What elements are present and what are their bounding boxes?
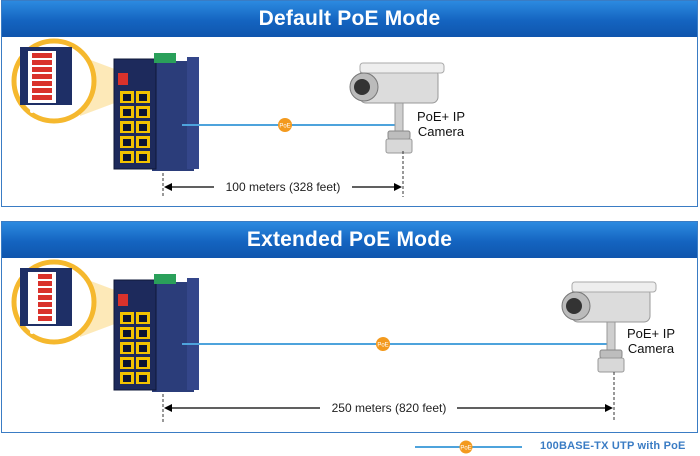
ip-camera bbox=[349, 62, 445, 154]
ip-camera bbox=[561, 281, 657, 373]
camera-label: PoE+ IP Camera bbox=[620, 326, 682, 356]
poe-badge-text: PoE bbox=[279, 124, 290, 130]
dip-switch-zoom bbox=[11, 259, 120, 345]
camera-label-line2: Camera bbox=[627, 341, 675, 356]
extended-poe-scene: PoE 250 meters (820 feet) bbox=[11, 259, 657, 422]
industrial-poe-switch bbox=[113, 53, 199, 171]
default-poe-scene: PoE 100 meters (328 feet) bbox=[11, 38, 445, 197]
distance-dimension: 100 meters (328 feet) bbox=[162, 151, 404, 197]
camera-label-line2: Camera bbox=[417, 124, 465, 139]
dip-switch-zoom bbox=[11, 38, 120, 124]
extended-poe-panel: Extended PoE Mode bbox=[1, 221, 698, 433]
distance-label: 250 meters (820 feet) bbox=[332, 401, 447, 415]
distance-label: 100 meters (328 feet) bbox=[226, 180, 341, 194]
legend-label: 100BASE-TX UTP with PoE bbox=[540, 440, 686, 452]
poe-badge-text: PoE bbox=[377, 343, 388, 349]
poe-badge: PoE bbox=[376, 337, 390, 351]
legend: PoE 100BASE-TX UTP with PoE bbox=[410, 436, 700, 456]
camera-label: PoE+ IP Camera bbox=[410, 109, 472, 139]
panel-title: Default PoE Mode bbox=[2, 1, 697, 37]
camera-label-line1: PoE+ IP bbox=[416, 109, 466, 124]
default-poe-panel: Default PoE Mode bbox=[1, 0, 698, 207]
legend-cable-sample: PoE bbox=[415, 440, 522, 454]
camera-label-line1: PoE+ IP bbox=[626, 326, 676, 341]
panel-title: Extended PoE Mode bbox=[2, 222, 697, 258]
distance-dimension: 250 meters (820 feet) bbox=[162, 372, 615, 422]
industrial-poe-switch bbox=[113, 274, 199, 392]
legend-badge-text: PoE bbox=[460, 446, 471, 452]
poe-badge: PoE bbox=[278, 118, 292, 132]
